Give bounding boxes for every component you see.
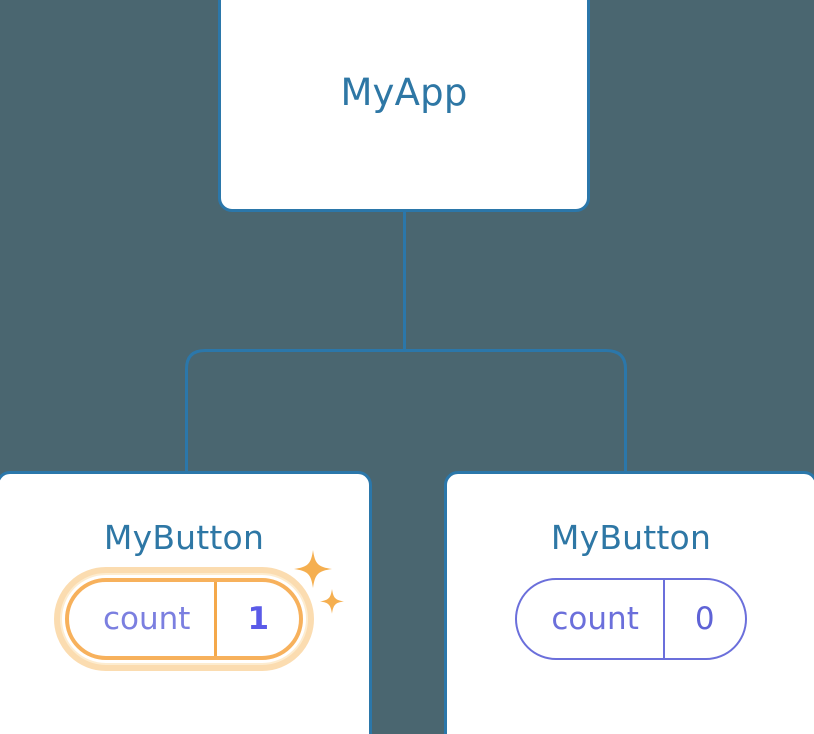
component-card-mybutton-right[interactable]: MyButton count 0 [444, 471, 814, 734]
component-card-myapp[interactable]: MyApp [218, 0, 590, 212]
prop-key-right: count [551, 601, 639, 637]
component-title-mybutton-left: MyButton [103, 518, 265, 557]
sparkle-small-icon [320, 589, 345, 614]
component-card-mybutton-left[interactable]: MyButton count 1 [0, 471, 372, 734]
prop-pill-wrap-left: count 1 [0, 550, 369, 671]
prop-key-left: count [102, 601, 191, 637]
prop-pill-wrap-right: count 0 [447, 578, 814, 660]
connector-branch-bus [185, 349, 627, 472]
component-title-mybutton-right: MyButton [550, 518, 712, 557]
component-title-myapp: MyApp [340, 71, 468, 114]
prop-value-left: 1 [214, 582, 299, 656]
prop-pill-right[interactable]: count 0 [515, 578, 747, 660]
prop-pill-left[interactable]: count 1 [53, 550, 345, 671]
prop-value-right: 0 [662, 580, 745, 658]
